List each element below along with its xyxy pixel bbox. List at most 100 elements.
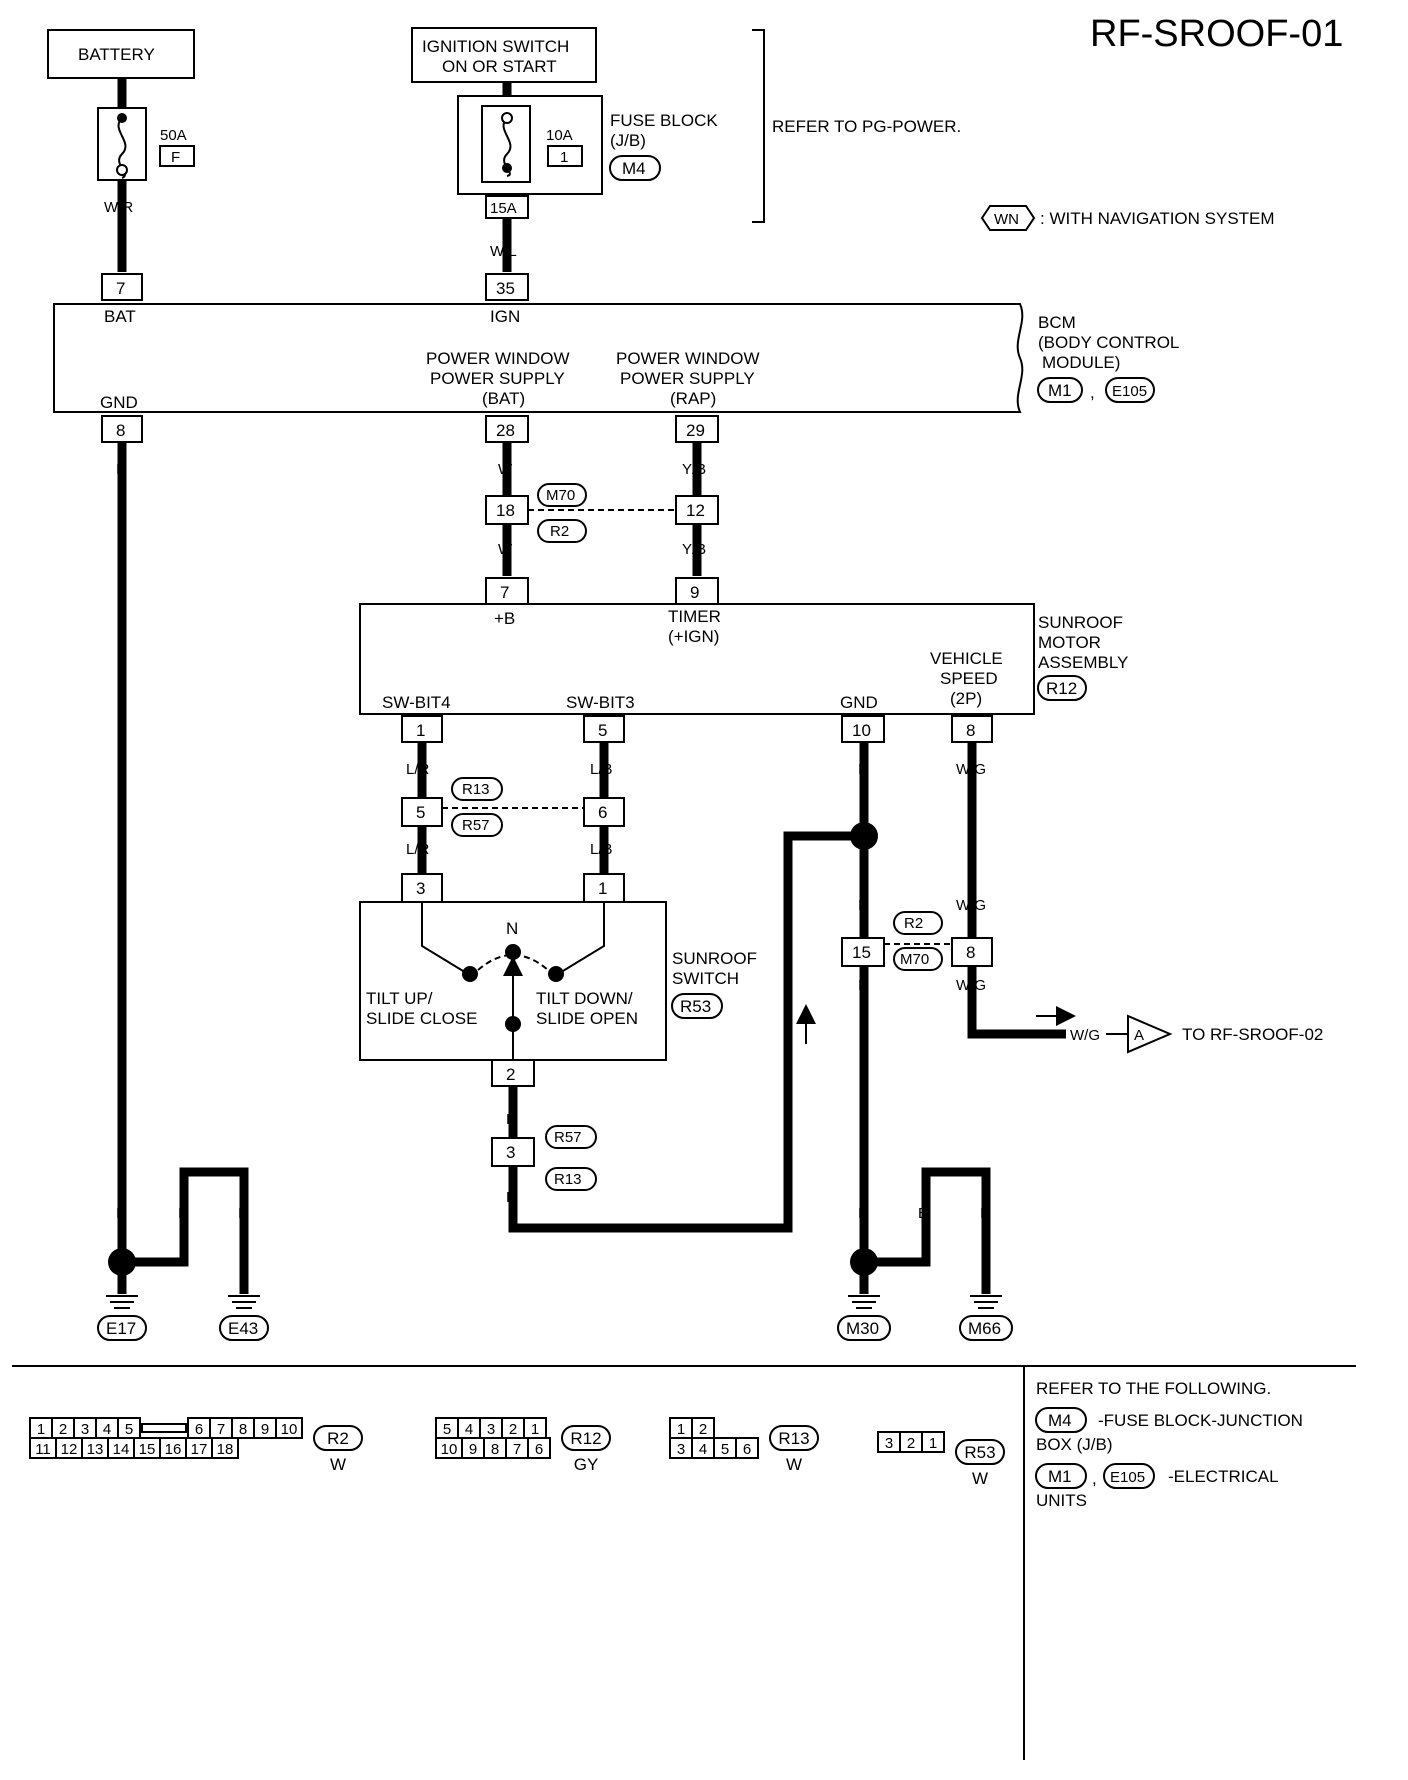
joint-connector-r2-m70: 15 8 R2 M70 — [841, 911, 993, 971]
motor-label-b: +B — [494, 609, 515, 628]
connector-pin: 17 — [191, 1441, 208, 1458]
bcm-pw-rap-2: POWER SUPPLY — [620, 369, 755, 388]
joint1-conn-top: M70 — [546, 487, 575, 504]
offpage-connector: W/G A TO RF-SROOF-02 — [1036, 1006, 1323, 1054]
connector-pin: 8 — [491, 1441, 499, 1458]
connector-pin: 3 — [487, 1421, 495, 1438]
connector-id: R12 — [570, 1429, 601, 1448]
wire-label-b-7: B — [116, 1205, 126, 1222]
ground-m30: M30 — [846, 1319, 879, 1338]
refer-following: REFER TO THE FOLLOWING. M4 -FUSE BLOCK-J… — [1035, 1379, 1303, 1510]
connector-pin: 3 — [81, 1421, 89, 1438]
wire-label-b-1: B — [116, 461, 126, 478]
bcm-pw-rap-3: (RAP) — [670, 389, 716, 408]
joint2-pin-a: 5 — [416, 803, 425, 822]
wire-label-w-1: W — [498, 461, 513, 478]
motor-pin-gnd: 10 — [852, 721, 871, 740]
connector-pin: 3 — [677, 1441, 685, 1458]
switch-connector: R53 — [680, 997, 711, 1016]
connector-pin: 12 — [61, 1441, 78, 1458]
bcm-label-1: BCM — [1038, 313, 1076, 332]
wire-label-b-5: B — [858, 897, 868, 914]
bcm-pw-rap-1: POWER WINDOW — [616, 349, 760, 368]
motor-label-2: MOTOR — [1038, 633, 1101, 652]
wire-label-b-4: B — [858, 761, 868, 778]
battery: BATTERY 50A F W/R — [47, 29, 195, 272]
motor-pin-sw3: 5 — [598, 721, 607, 740]
connector-pin: 4 — [699, 1441, 707, 1458]
wire-label-lr-2: L/R — [406, 841, 430, 858]
bcm-label-2: (BODY CONTROL — [1038, 333, 1179, 352]
bcm-connector-sep: , — [1090, 383, 1095, 402]
refer-m4: M4 — [1048, 1411, 1072, 1430]
connector-pin: 3 — [885, 1435, 893, 1452]
legend-tag: WN — [994, 211, 1019, 228]
motor-pin-vs: 8 — [966, 721, 975, 740]
connector-color: W — [972, 1469, 988, 1488]
motor-label-gnd: GND — [840, 693, 878, 712]
refer-m4-text-2: BOX (J/B) — [1036, 1435, 1113, 1454]
wire-label-wg-1: W/G — [956, 761, 986, 778]
switch-n: N — [506, 919, 518, 938]
connector-pin: 5 — [721, 1441, 729, 1458]
wire-label-b-10: B — [858, 1205, 868, 1222]
wire-label-wg-3: W/G — [956, 977, 986, 994]
switch-label-1: SUNROOF — [672, 949, 757, 968]
ground-e17: E17 — [106, 1319, 136, 1338]
offpage-wire: W/G — [1070, 1027, 1100, 1044]
bcm-pw-bat-2: POWER SUPPLY — [430, 369, 565, 388]
battery-wire-color: W/R — [104, 199, 133, 216]
motor-vs-1: VEHICLE — [930, 649, 1003, 668]
connector-pin: 16 — [165, 1441, 182, 1458]
ignition-switch: IGNITION SWITCH ON OR START 10A 1 FUSE B… — [411, 27, 718, 272]
wire-label-lb-1: L/B — [590, 761, 613, 778]
bcm-pin-gnd: 8 — [116, 421, 125, 440]
legend-text: : WITH NAVIGATION SYSTEM — [1040, 209, 1275, 228]
motor-pin-sw4: 1 — [416, 721, 425, 740]
ignition-label-1: IGNITION SWITCH — [422, 37, 569, 56]
navigation-legend: WN : WITH NAVIGATION SYSTEM — [980, 205, 1275, 231]
connector-pin: 4 — [465, 1421, 473, 1438]
joint-connector-m70-r2: 18 12 M70 R2 — [485, 483, 719, 543]
diagram-title: RF-SROOF-01 — [1090, 13, 1343, 55]
ignition-fuse-id: 1 — [560, 149, 568, 166]
connector-pin: 11 — [35, 1441, 51, 1458]
connector-pin: 10 — [281, 1421, 298, 1438]
connector-color: W — [786, 1455, 802, 1474]
connector-color: GY — [574, 1455, 599, 1474]
motor-label-3: ASSEMBLY — [1038, 653, 1128, 672]
joint2-pin-b: 6 — [598, 803, 607, 822]
connector-pin: 6 — [195, 1421, 203, 1438]
ground-e43: E43 — [228, 1319, 258, 1338]
connector-pin: 10 — [441, 1441, 458, 1458]
switch-label-2: SWITCH — [672, 969, 739, 988]
ignition-label-2: ON OR START — [442, 57, 557, 76]
joint4-pin-a: 15 — [852, 943, 871, 962]
bcm-connector-1: M1 — [1048, 381, 1072, 400]
connector-pin: 9 — [261, 1421, 269, 1438]
motor-pin-b: 7 — [500, 583, 509, 602]
joint3-box — [491, 1137, 535, 1167]
refer-m1-text-2: UNITS — [1036, 1491, 1087, 1510]
connector-pin: 7 — [513, 1441, 521, 1458]
joint4-conn-top: R2 — [904, 915, 923, 932]
connector-pin: 15 — [139, 1441, 156, 1458]
connector-pin: 2 — [907, 1435, 915, 1452]
sunroof-motor-assembly: 7 +B 9 TIMER (+IGN) VEHICLE SPEED (2P) S… — [359, 577, 1128, 743]
connector-pin: 2 — [59, 1421, 67, 1438]
joint1-pin-a: 18 — [496, 501, 515, 520]
connector-pin: 9 — [469, 1441, 477, 1458]
ground-symbol-e43: E43 — [219, 1295, 269, 1341]
battery-fuse-rating: 50A — [160, 127, 187, 144]
connector-pin: 6 — [743, 1441, 751, 1458]
bcm-connector-2: E105 — [1112, 383, 1147, 400]
bcm-pin-bat: 7 — [116, 279, 125, 298]
bcm-pin-pw-bat: 28 — [496, 421, 515, 440]
motor-label-1: SUNROOF — [1038, 613, 1123, 632]
fuse-block-connector: M4 — [622, 159, 646, 178]
connector-pin: 8 — [239, 1421, 247, 1438]
connector-pin: 1 — [677, 1421, 685, 1438]
joint3-conn-bottom: R13 — [554, 1171, 582, 1188]
